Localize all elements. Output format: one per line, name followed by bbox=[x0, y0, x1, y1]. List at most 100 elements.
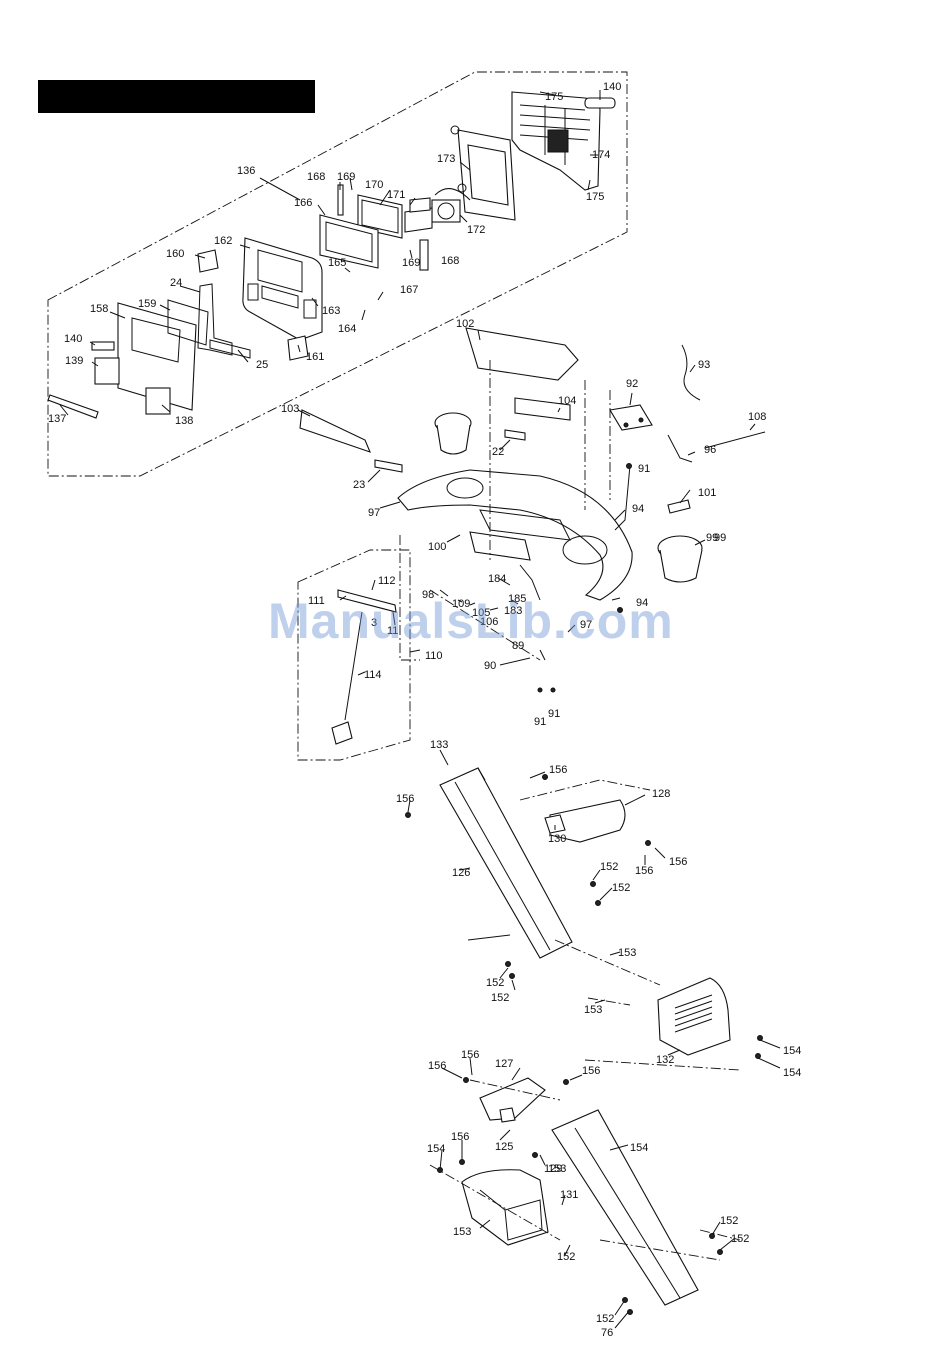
cable-bundle bbox=[519, 564, 541, 601]
part-label: 126 bbox=[452, 867, 470, 879]
part-label: 133 bbox=[430, 739, 448, 751]
part-label: 183 bbox=[504, 605, 522, 617]
part-label: 110 bbox=[425, 650, 443, 662]
part-label: 91 bbox=[548, 708, 560, 720]
lcd-module bbox=[319, 214, 379, 269]
front-console-frame bbox=[242, 237, 323, 341]
part-label: 11 bbox=[387, 625, 398, 637]
cover-131 bbox=[461, 1169, 549, 1246]
part-label: 100 bbox=[428, 541, 446, 553]
part-label: 125 bbox=[495, 1141, 513, 1153]
pad-23 bbox=[374, 459, 403, 473]
part-label: 184 bbox=[488, 573, 506, 585]
cable-93 bbox=[681, 344, 701, 401]
part-label: 129 bbox=[544, 1163, 562, 1175]
part-label: 22 bbox=[492, 446, 504, 458]
upright-126 bbox=[439, 767, 573, 959]
handle-assembly-outline bbox=[297, 549, 411, 761]
part-label: 152 bbox=[612, 882, 630, 894]
part-label: 154 bbox=[783, 1045, 801, 1057]
part-label: 111 bbox=[308, 595, 325, 607]
part-label: 114 bbox=[364, 669, 382, 681]
part-label: 156 bbox=[635, 865, 653, 877]
part-label: 91 bbox=[638, 463, 650, 475]
part-label: 94 bbox=[636, 597, 648, 609]
fasteners bbox=[405, 417, 763, 1315]
part-label: 168 bbox=[441, 255, 459, 267]
pad-104 bbox=[514, 397, 571, 421]
console-assembly-outline bbox=[47, 71, 628, 477]
part-label: 160 bbox=[166, 248, 184, 260]
part-label: 132 bbox=[656, 1054, 674, 1066]
part-label: 3 bbox=[371, 617, 377, 629]
fan-unit bbox=[431, 188, 471, 223]
part-label: 156 bbox=[451, 1131, 469, 1143]
part-label: 175 bbox=[586, 191, 604, 203]
wire-126 bbox=[467, 934, 511, 941]
part-label: 156 bbox=[396, 793, 414, 805]
part-label: 154 bbox=[427, 1143, 445, 1155]
part-label: 99 bbox=[714, 532, 726, 544]
part-label: 98 bbox=[422, 589, 434, 601]
part-label: 166 bbox=[294, 197, 312, 209]
centre-lines bbox=[429, 360, 741, 1261]
cover-127 bbox=[479, 1077, 546, 1121]
speaker-left bbox=[197, 249, 219, 273]
console-housing bbox=[397, 469, 633, 601]
cover-132 bbox=[657, 977, 731, 1056]
leader-lines bbox=[59, 90, 781, 1329]
part-label: 165 bbox=[328, 257, 346, 269]
part-label: 152 bbox=[557, 1251, 575, 1263]
part-label: 23 bbox=[353, 479, 365, 491]
part-label: 89 bbox=[512, 640, 524, 652]
part-label: 169 bbox=[402, 257, 420, 269]
part-label: 174 bbox=[592, 149, 610, 161]
part-label: 168 bbox=[307, 171, 325, 183]
dash-110 bbox=[399, 535, 420, 661]
part-label: 154 bbox=[783, 1067, 801, 1079]
part-label: 169 bbox=[337, 171, 355, 183]
clip-101 bbox=[667, 499, 691, 514]
cover-128 bbox=[549, 799, 626, 843]
part-label: 164 bbox=[338, 323, 356, 335]
part-label: 167 bbox=[400, 284, 418, 296]
part-label: 97 bbox=[368, 507, 380, 519]
pad-140 bbox=[91, 341, 115, 351]
part-label: 127 bbox=[495, 1058, 513, 1070]
handle-137 bbox=[47, 394, 99, 419]
part-label: 152 bbox=[731, 1233, 749, 1245]
console-bracket bbox=[450, 125, 516, 221]
part-label: 139 bbox=[65, 355, 83, 367]
part-label: 136 bbox=[237, 165, 255, 177]
part-label: 172 bbox=[467, 224, 485, 236]
plate-92 bbox=[609, 404, 653, 431]
part-label: 105 bbox=[472, 607, 490, 619]
part-label: 152 bbox=[486, 977, 504, 989]
part-label: 92 bbox=[626, 378, 638, 390]
part-label: 153 bbox=[453, 1226, 471, 1238]
part-label: 152 bbox=[720, 1215, 738, 1227]
part-label: 93 bbox=[698, 359, 710, 371]
speaker-grille-left bbox=[94, 357, 120, 385]
bracket-24 bbox=[197, 283, 233, 356]
cable-114 bbox=[344, 611, 363, 721]
light-strip-right bbox=[419, 239, 429, 271]
part-label: 91 bbox=[534, 716, 546, 728]
part-label: 152 bbox=[596, 1313, 614, 1325]
part-label: 153 bbox=[548, 1163, 566, 1175]
sensor-114 bbox=[331, 721, 353, 745]
clip-130 bbox=[544, 814, 566, 834]
cable-96 bbox=[667, 434, 693, 463]
pad-103 bbox=[299, 409, 371, 453]
part-label: 173 bbox=[437, 153, 455, 165]
cable-94 bbox=[614, 464, 631, 531]
cable-108 bbox=[704, 431, 766, 449]
part-label: 161 bbox=[306, 351, 324, 363]
section-title-bar bbox=[38, 80, 315, 113]
speaker-grille-right bbox=[145, 387, 171, 415]
part-label: 97 bbox=[580, 619, 592, 631]
part-label: 152 bbox=[491, 992, 509, 1004]
part-label: 153 bbox=[618, 947, 636, 959]
